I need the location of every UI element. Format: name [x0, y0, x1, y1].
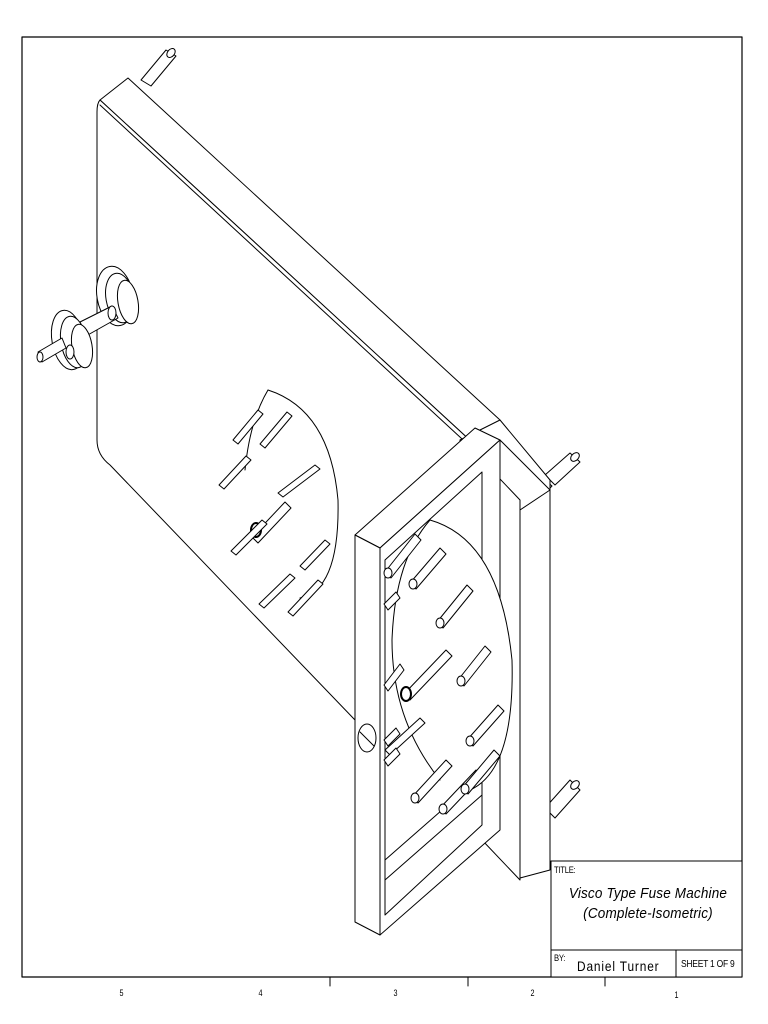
author-name: Daniel Turner [577, 958, 660, 974]
drawing-title-line2: (Complete-Isometric) [583, 905, 713, 922]
by-label: BY: [554, 953, 566, 963]
front-pins [383, 533, 505, 815]
zone-label: 3 [393, 988, 398, 998]
rear-pins [218, 409, 331, 617]
pulley-assembly [36, 265, 140, 371]
drawing-border [21, 36, 743, 978]
zone-label: 1 [674, 990, 679, 1000]
zone-ticks [329, 976, 606, 987]
title-label: TITLE: [554, 865, 576, 875]
zone-label: 5 [119, 988, 124, 998]
front-disc [383, 519, 513, 815]
zone-label: 4 [258, 988, 263, 998]
zone-label: 2 [530, 988, 535, 998]
drawing-title-line1: Visco Type Fuse Machine [568, 885, 728, 902]
top-rod [140, 48, 177, 87]
title-block [550, 860, 743, 978]
rear-disc [218, 389, 339, 617]
sheet-number: SHEET 1 OF 9 [681, 959, 735, 970]
